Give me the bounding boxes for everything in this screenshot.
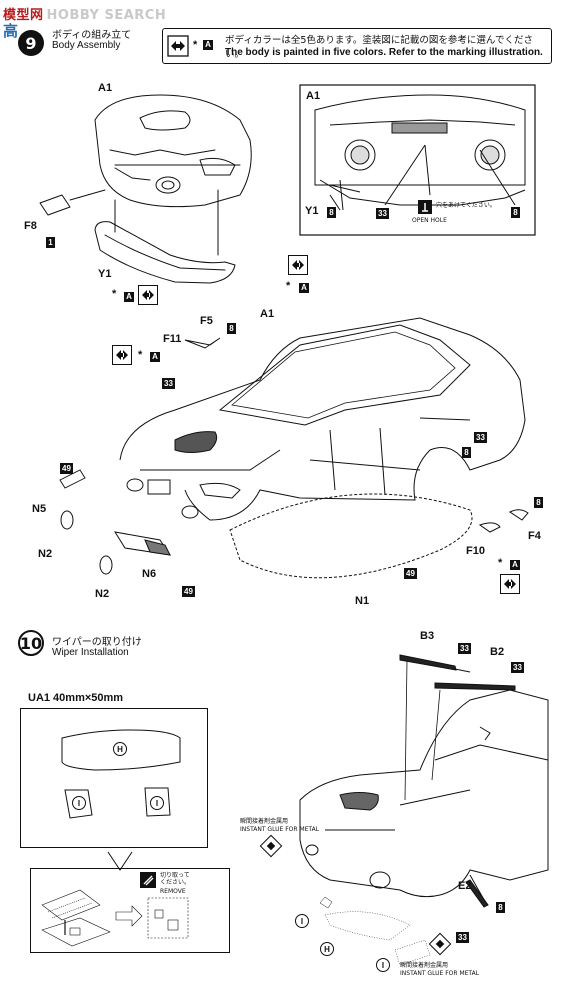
label-n5: N5 <box>32 503 47 515</box>
label-n2-a: N2 <box>38 548 53 560</box>
label-n1: N1 <box>355 595 370 607</box>
front-bumper-drawing <box>94 94 252 208</box>
label-b3: B3 <box>420 630 435 642</box>
code-chip-33-windows: 33 <box>162 378 175 389</box>
label-b2: B2 <box>490 646 505 658</box>
step-10-title-jp: ワイパーの取り付け <box>52 637 142 648</box>
label-f11: F11 <box>163 333 182 345</box>
step-9-title-en: Body Assembly <box>52 40 121 51</box>
label-f10: F10 <box>466 545 485 557</box>
label-n6: N6 <box>142 568 157 580</box>
remove-panel <box>30 868 230 953</box>
label-f8: F8 <box>24 220 37 232</box>
mark-h-panel: H <box>113 742 127 756</box>
glue-note-en-left: INSTANT GLUE FOR METAL <box>240 826 320 833</box>
code-chip-b3: 33 <box>458 643 471 654</box>
code-chip-49-n1: 49 <box>404 568 417 579</box>
remove-jp: 切り取って ください。 <box>160 872 191 886</box>
label-e2: E2 <box>458 880 472 892</box>
paint-note-en: The body is painted in five colors. Refe… <box>225 47 543 58</box>
glue-note-jp-right: 瞬間接着剤金属用 <box>400 962 449 969</box>
open-hole-en: OPEN HOLE <box>412 217 447 224</box>
car-body-drawing <box>59 317 529 579</box>
color-swap-icon-f10 <box>500 574 520 594</box>
mark-i-panel-left: I <box>72 796 86 810</box>
step-9-number: 9 <box>18 30 44 56</box>
mark-i-panel-right: I <box>150 796 164 810</box>
inset-label-y1: Y1 <box>305 205 319 217</box>
mark-i-car-left: I <box>295 914 309 928</box>
color-swap-icon-y1 <box>138 285 158 305</box>
mark-h-car: H <box>320 942 334 956</box>
color-swap-icon-body <box>288 255 308 275</box>
ua1-panel <box>20 708 208 848</box>
code-chip-f11: A <box>150 352 160 362</box>
code-chip-33-mesh: 33 <box>456 932 469 943</box>
code-chip-b2: 33 <box>511 662 524 673</box>
code-chip-f10: A <box>510 560 520 570</box>
step-10-title-en: Wiper Installation <box>52 647 129 658</box>
code-chip-body: A <box>299 283 309 293</box>
label-y1: Y1 <box>98 268 112 280</box>
code-chip-f5: 8 <box>227 323 236 334</box>
label-f5: F5 <box>200 315 213 327</box>
label-n2-b: N2 <box>95 588 110 600</box>
ua1-label: UA1 40mm×50mm <box>28 692 124 704</box>
open-hole-icon <box>418 200 432 214</box>
step-10-number: 10 <box>18 630 44 656</box>
inset-code-y1: 8 <box>327 207 336 218</box>
code-chip-f8: 1 <box>46 237 55 248</box>
note-code-chip: A <box>203 40 213 50</box>
front-lip-drawing <box>94 221 236 284</box>
paint-note-box: * A ボディカラーは全5色あります。塗装図に記載の図を参考に選んでください。 … <box>162 28 552 64</box>
inset-code-33: 33 <box>376 208 389 219</box>
label-a1-top: A1 <box>98 82 113 94</box>
glue-note-en-right: INSTANT GLUE FOR METAL <box>400 970 480 977</box>
code-chip-y1: A <box>124 292 134 302</box>
wiper-car-drawing <box>299 659 549 906</box>
open-hole-jp: 穴をあけてください。 <box>436 202 496 209</box>
label-f4: F4 <box>528 530 541 542</box>
color-choice-icon <box>167 35 189 57</box>
code-chip-33-side: 33 <box>474 432 487 443</box>
watermark-site: 高 <box>3 22 19 40</box>
label-a1-body: A1 <box>260 308 275 320</box>
code-chip-49-n6: 49 <box>182 586 195 597</box>
mark-i-car-right: I <box>376 958 390 972</box>
color-swap-icon-f11 <box>112 345 132 365</box>
inset-label-a1: A1 <box>306 90 321 102</box>
code-chip-e2: 8 <box>496 902 505 913</box>
paint-note-jp: ボディカラーは全5色あります。塗装図に記載の図を参考に選んでください。 <box>225 35 533 60</box>
cut-icon <box>140 872 156 888</box>
code-chip-f4: 8 <box>534 497 543 508</box>
code-chip-49-n5: 49 <box>60 463 73 474</box>
step-9-title-jp: ボディの組み立て <box>52 30 132 41</box>
glue-note-jp-left: 瞬間接着剤金属用 <box>240 818 289 825</box>
inset-code-8: 8 <box>511 207 520 218</box>
remove-en: REMOVE <box>160 888 186 895</box>
code-chip-8-side: 8 <box>462 447 471 458</box>
